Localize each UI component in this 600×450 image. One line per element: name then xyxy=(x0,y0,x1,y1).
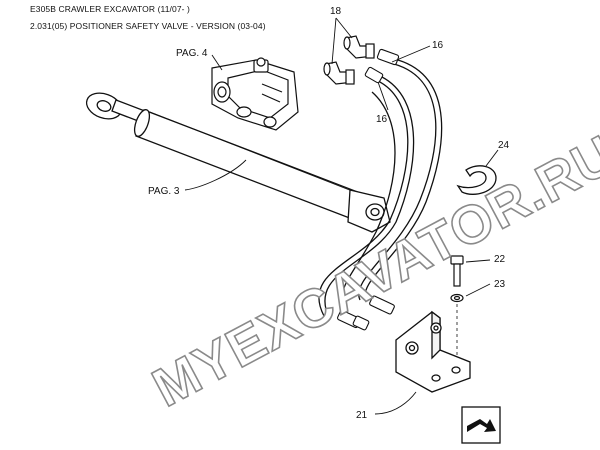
elbow-fitting-lower xyxy=(323,61,355,85)
callout-22: 22 xyxy=(494,254,506,265)
callout-21: 21 xyxy=(356,410,368,421)
safety-valve-block xyxy=(211,57,299,131)
catalog-section-title: 2.031(05) POSITIONER SAFETY VALVE - VERS… xyxy=(30,21,266,31)
callout-16-upper: 16 xyxy=(432,40,444,51)
callout-23: 23 xyxy=(494,279,506,290)
watermark: MYEXCAVATOR.RU xyxy=(143,124,600,418)
hose-end-fittings xyxy=(337,48,400,331)
elbow-fitting-upper xyxy=(343,35,375,59)
callout-pag4: PAG. 4 xyxy=(176,48,208,59)
next-page-arrow-icon[interactable] xyxy=(461,406,501,444)
callout-pag3: PAG. 3 xyxy=(148,186,180,197)
mounting-bracket xyxy=(395,310,471,393)
hose-clamp xyxy=(456,165,497,195)
hose-assembly xyxy=(318,59,443,323)
callout-16-lower: 16 xyxy=(376,114,388,125)
leader-lines xyxy=(184,17,499,415)
boom-cylinder xyxy=(85,92,391,233)
callout-24: 24 xyxy=(498,140,510,151)
catalog-model-title: E305B CRAWLER EXCAVATOR (11/07- ) xyxy=(30,4,190,14)
callout-18: 18 xyxy=(330,6,342,17)
bolt-washer xyxy=(450,255,464,362)
